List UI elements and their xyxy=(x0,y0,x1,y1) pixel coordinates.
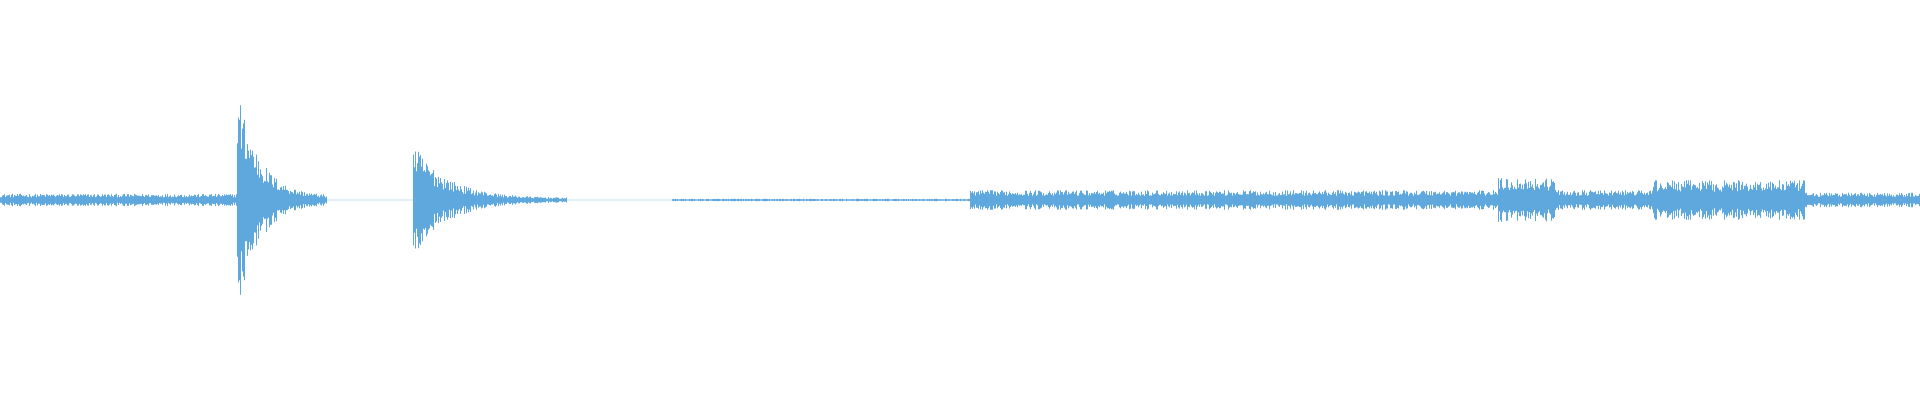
waveform-signal xyxy=(0,105,1920,295)
